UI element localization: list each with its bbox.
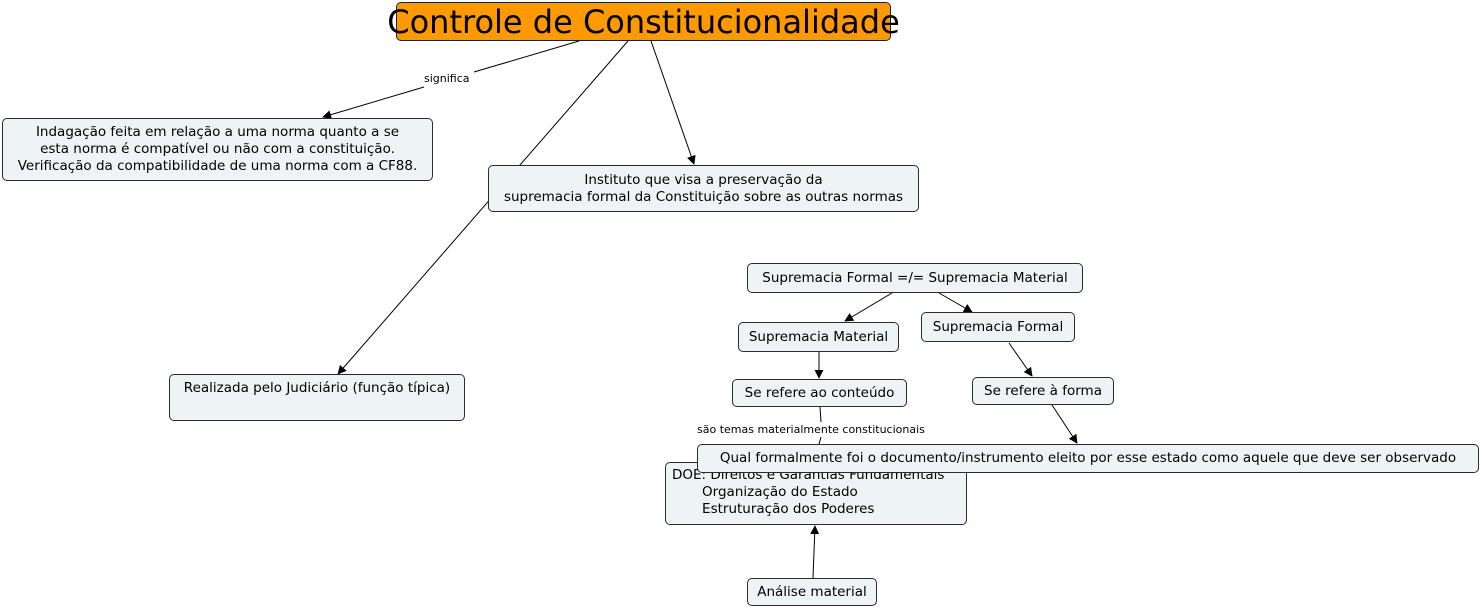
edge-root-to-instituto <box>650 40 696 165</box>
node-analise-material[interactable]: Análise material <box>747 578 877 606</box>
edge-vs-to-formal <box>938 292 973 313</box>
node-indagacao[interactable]: Indagação feita em relação a uma norma q… <box>2 118 433 181</box>
edge-analise-to-doe <box>810 525 820 579</box>
node-se-refere-conteudo[interactable]: Se refere ao conteúdo <box>732 379 907 407</box>
edge-root-to-realizada <box>337 40 629 375</box>
node-instituto[interactable]: Instituto que visa a preservação da supr… <box>488 165 919 212</box>
root-node[interactable]: Controle de Constitucionalidade <box>387 2 900 41</box>
edge-root-to-significa <box>473 40 580 73</box>
node-qual-formalmente[interactable]: Qual formalmente foi o documento/instrum… <box>697 444 1479 473</box>
node-supremacia-formal[interactable]: Supremacia Formal <box>921 312 1075 342</box>
edge-significa-to-indagacao <box>322 86 425 120</box>
node-se-refere-forma[interactable]: Se refere à forma <box>972 377 1114 405</box>
node-supremacia-material[interactable]: Supremacia Material <box>738 322 899 352</box>
edge-forma-to-qual <box>1051 404 1078 444</box>
link-label-significa: significa <box>422 72 472 85</box>
edge-conteudo-to-label <box>819 406 822 423</box>
edge-formal-to-forma <box>1008 342 1033 377</box>
node-realizada[interactable]: Realizada pelo Judiciário (função típica… <box>169 374 465 421</box>
edge-vs-to-material <box>844 292 893 322</box>
link-label-sao-temas: são temas materialmente constitucionais <box>695 423 927 436</box>
edge-label-to-doe <box>818 436 822 445</box>
node-supremacia-formal-vs-material[interactable]: Supremacia Formal =/= Supremacia Materia… <box>747 263 1083 293</box>
